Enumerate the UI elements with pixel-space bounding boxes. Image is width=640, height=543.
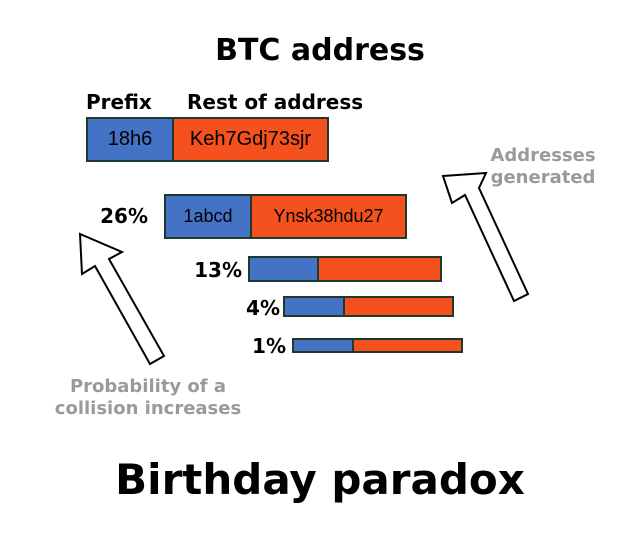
prefix-segment-small-3 — [294, 340, 354, 351]
generated-prefix-segment: 1abcd — [166, 196, 252, 237]
rest-of-address-label: Rest of address — [187, 90, 364, 114]
address-bar-small-1 — [248, 256, 442, 282]
address-rest-segment: Keh7Gdj73sjr — [174, 119, 327, 160]
generated-rest-segment: Ynsk38hdu27 — [252, 196, 405, 237]
birthday-paradox-title: Birthday paradox — [115, 455, 525, 504]
addresses-generated-line-1: Addresses — [490, 145, 596, 166]
percent-13: 13% — [194, 258, 242, 282]
generated-address-bar: 1abcd Ynsk38hdu27 — [164, 194, 407, 239]
address-prefix-segment: 18h6 — [88, 119, 174, 160]
address-bar-small-3 — [292, 338, 463, 353]
collision-note-line-1: Probability of a — [69, 376, 227, 397]
addresses-generated-line-2: generated — [490, 167, 596, 188]
prefix-label: Prefix — [86, 90, 152, 114]
percent-1: 1% — [252, 334, 286, 358]
address-bar-small-2 — [283, 296, 454, 317]
prefix-segment-small-2 — [285, 298, 345, 315]
percent-26: 26% — [100, 204, 148, 228]
prefix-segment-small-1 — [250, 258, 319, 280]
btc-address-bar: 18h6 Keh7Gdj73sjr — [86, 117, 329, 162]
percent-4: 4% — [246, 296, 280, 320]
collision-note: Probability of a collision increases — [38, 376, 258, 420]
diagram-title: BTC address — [215, 33, 425, 68]
rest-segment-small-3 — [354, 340, 461, 351]
addresses-generated-note: Addresses generated — [478, 145, 608, 189]
rest-segment-small-1 — [319, 258, 440, 280]
rest-segment-small-2 — [345, 298, 452, 315]
collision-note-line-2: collision increases — [54, 398, 242, 419]
